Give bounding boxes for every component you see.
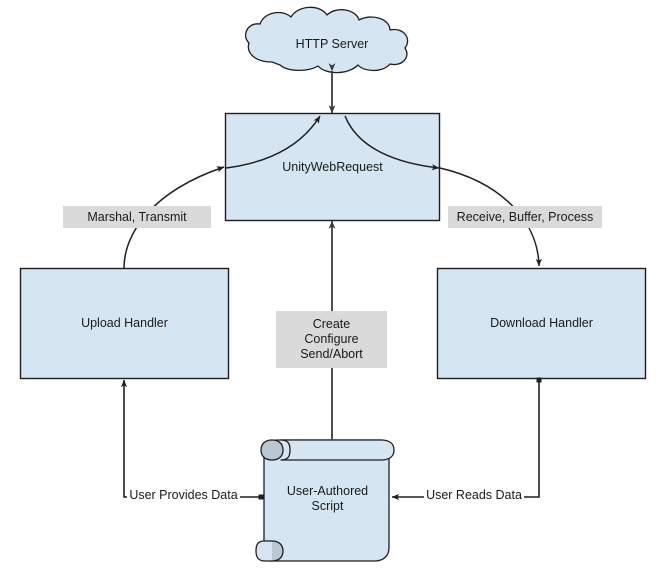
node-upload-handler-shape — [19, 267, 230, 380]
edge-label-user-provides-data: User Provides Data — [127, 485, 240, 505]
edge-request-inner-curve — [344, 115, 440, 171]
node-download-handler-shape — [436, 267, 647, 380]
edge-label-user-reads-data: User Reads Data — [424, 485, 524, 505]
edge-label-create-configure-send-abort: Create Configure Send/Abort — [276, 311, 387, 368]
edge-request-to-download — [439, 167, 542, 267]
node-http-server-shape — [245, 6, 409, 74]
node-user-authored-script-shape — [255, 439, 395, 562]
edge-download-to-script — [391, 377, 542, 501]
edge-label-marshal-transmit: Marshal, Transmit — [63, 206, 211, 228]
node-unity-web-request-shape — [224, 112, 441, 222]
edge-upload-inner-curve — [225, 115, 321, 169]
edge-label-receive-buffer-process: Receive, Buffer, Process — [448, 206, 602, 228]
edge-script-to-upload — [120, 379, 264, 500]
